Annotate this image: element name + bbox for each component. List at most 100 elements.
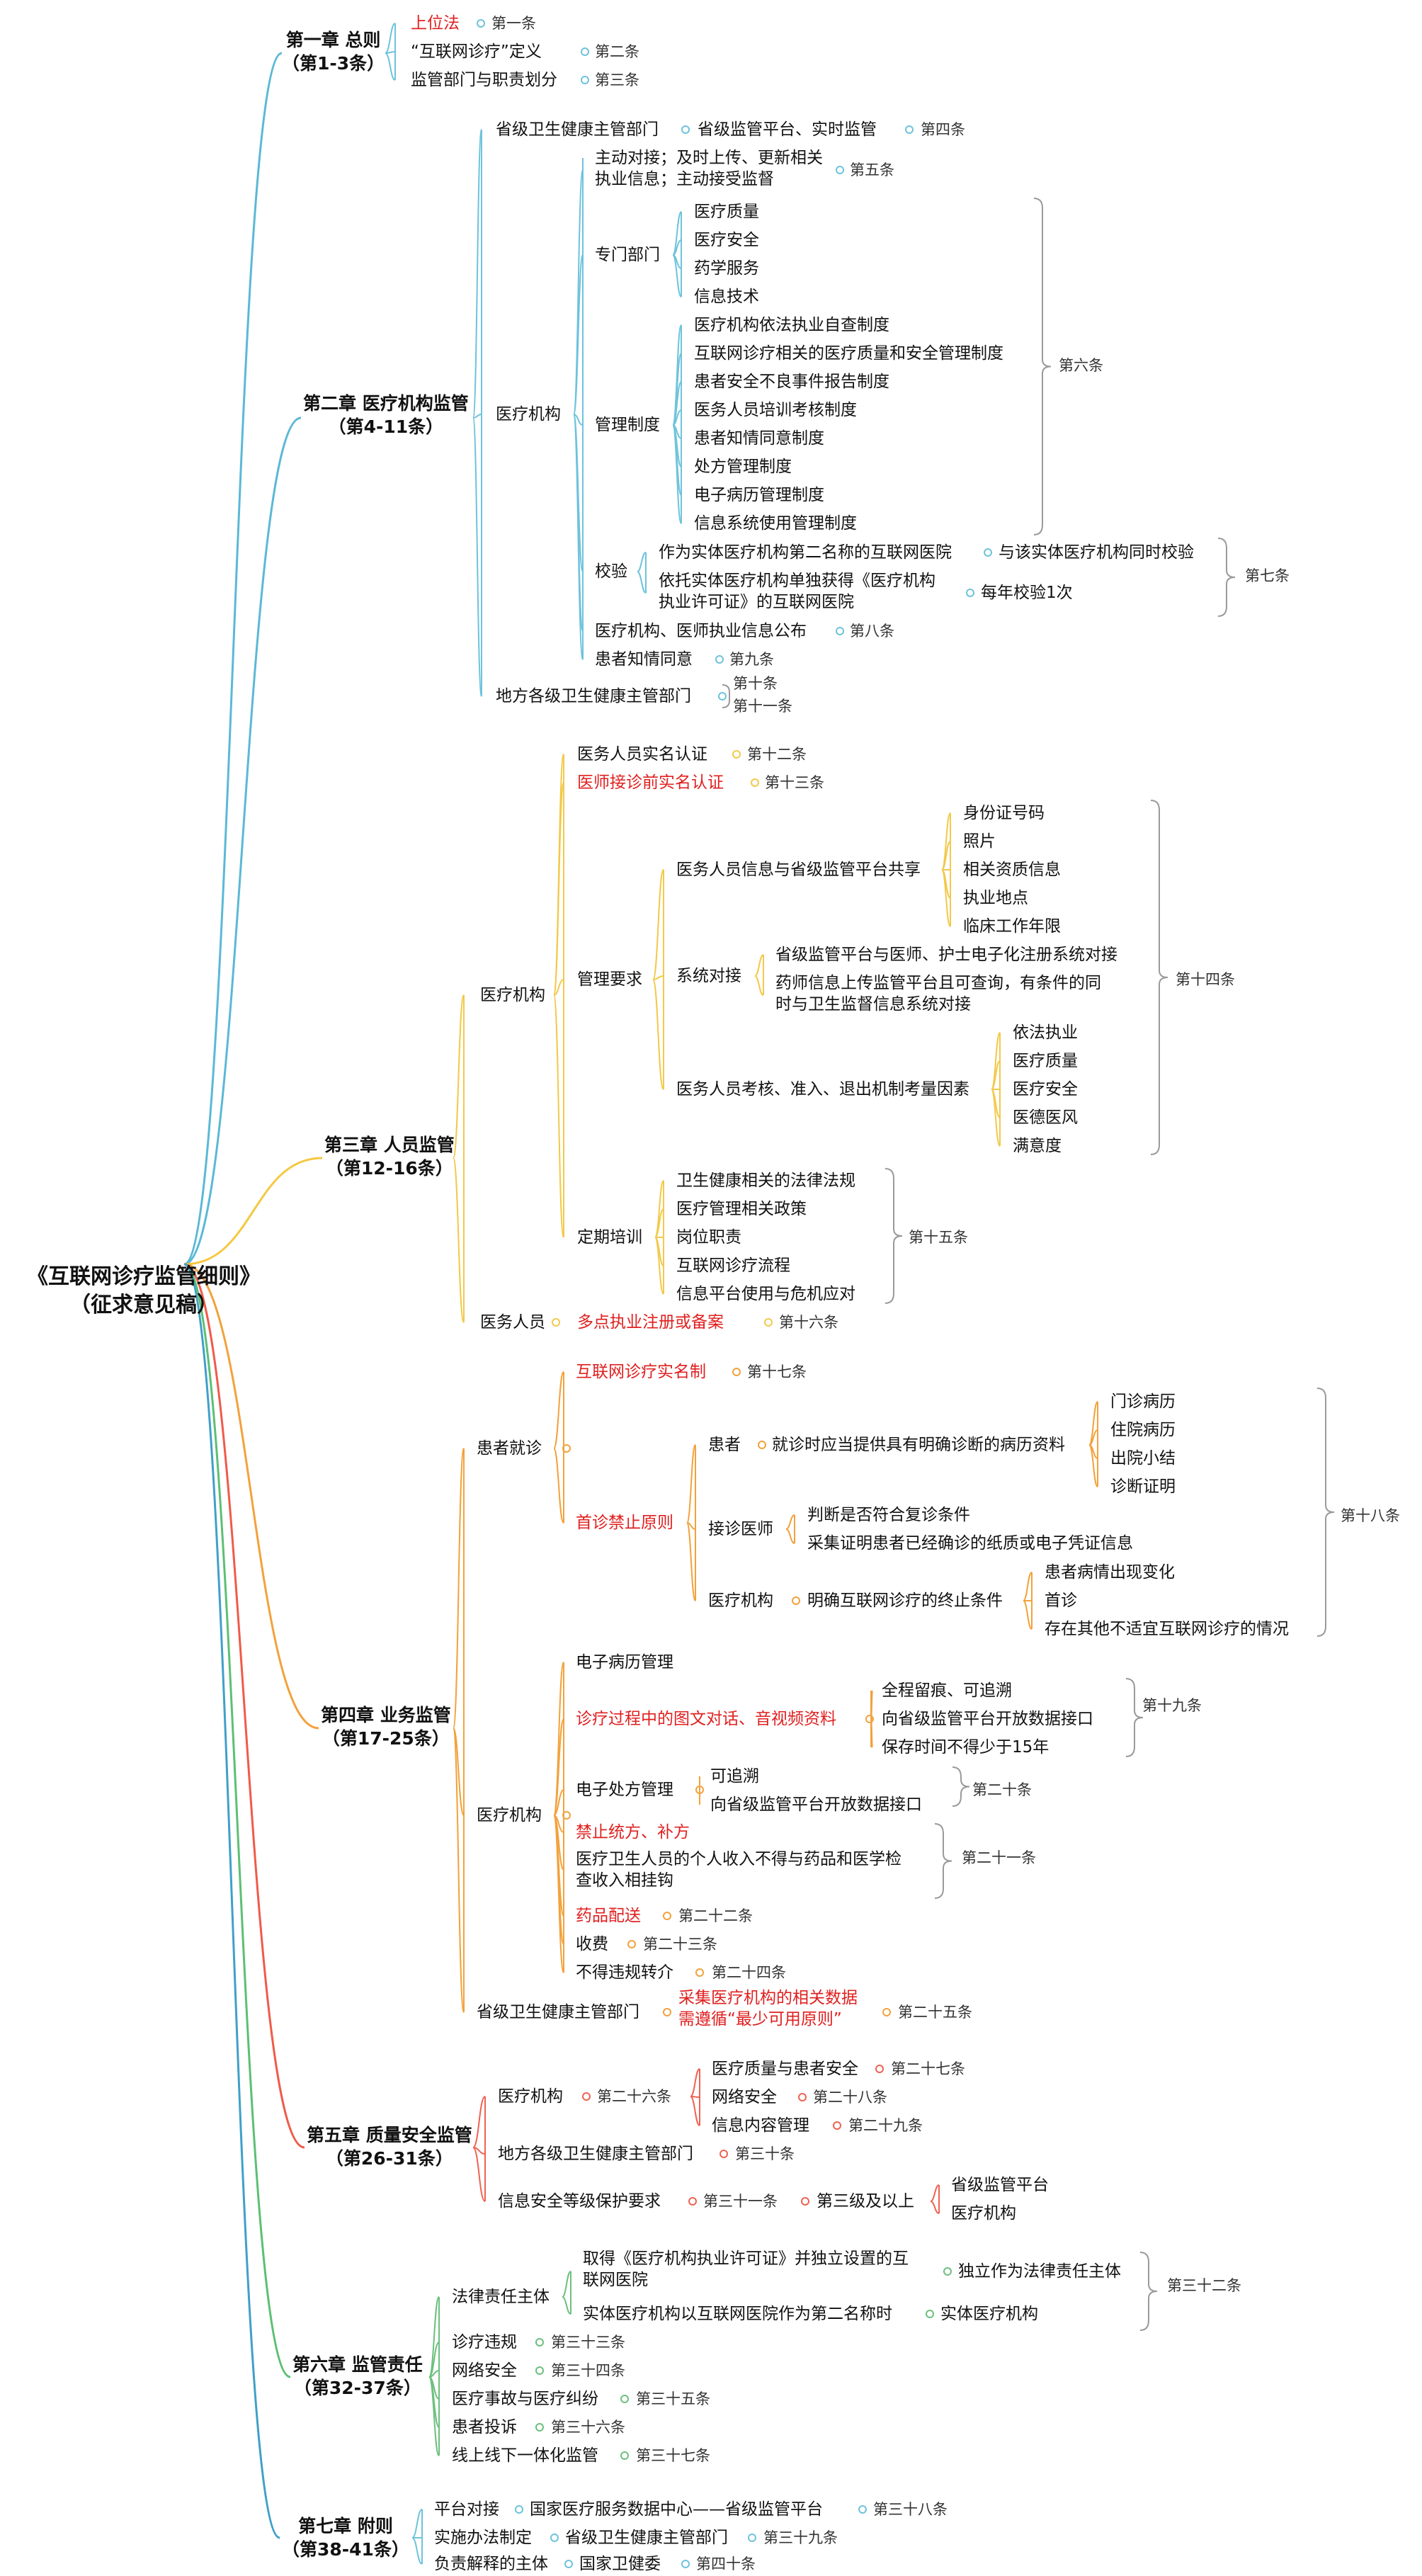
connector-6 [183, 1263, 280, 2539]
chapter-7-range: （第38-41条） [282, 2539, 409, 2560]
c6-article-34: 第三十四条 [551, 2362, 625, 2379]
chapter-1: 第一章 总则 （第1-3条） [282, 28, 385, 75]
connector-98 [1023, 1572, 1033, 1601]
c3-assess-item-3: 医疗安全 [1013, 1080, 1078, 1099]
c3-info-share: 医务人员信息与省级监管平台共享 [676, 861, 921, 879]
c2-dept-item-2: 医疗安全 [694, 231, 759, 249]
connector-dot [564, 2560, 573, 2568]
connector-101 [1316, 1388, 1335, 1637]
c2-article-4: 第四条 [921, 121, 965, 138]
c3-share-item-3: 相关资质信息 [963, 861, 1061, 879]
connector-117 [952, 1766, 970, 1807]
c5-net-security: 网络安全 [712, 2088, 777, 2106]
c4-article-25: 第二十五条 [898, 2004, 972, 2021]
connector-73 [654, 1208, 664, 1238]
c2-mgmt-item-3: 患者安全不良事件报告制度 [694, 373, 889, 391]
connector-79 [453, 1448, 465, 1729]
c2-active-line1: 主动对接；及时上传、更新相关 [595, 149, 823, 167]
c3-train-item-2: 医疗管理相关政策 [676, 1200, 807, 1218]
connector-dot [882, 2008, 891, 2016]
connector-12 [472, 129, 482, 419]
connector-86 [686, 1444, 696, 1524]
connector-dot [681, 125, 690, 134]
connector-dot [875, 2065, 884, 2073]
c1-upper-law: 上位法 [411, 14, 460, 33]
chapter-3-title: 第三章 人员监管 [324, 1135, 455, 1155]
c4-patient-visit: 患者就诊 [477, 1439, 542, 1458]
c4-pt-item-2: 住院病历 [1110, 1421, 1176, 1439]
chapter-5-range: （第26-31条） [325, 2148, 453, 2169]
c3-institution: 医疗机构 [480, 986, 545, 1004]
connector-100 [1023, 1600, 1033, 1630]
connector-0 [183, 52, 283, 1266]
root-title: 《互联网诊疗监管细则》 （征求意见稿） [27, 1263, 261, 1319]
chapter-2-title: 第二章 医疗机构监管 [303, 393, 469, 414]
c4-provincial-dept: 省级卫生健康主管部门 [477, 2003, 639, 2021]
connector-44 [453, 1157, 465, 1323]
connector-dot [477, 19, 485, 28]
c4-doctor: 接诊医师 [708, 1520, 773, 1538]
connector-dot [748, 2534, 756, 2542]
c3-staff: 医务人员 [480, 1313, 545, 1332]
connector-93 [1088, 1444, 1098, 1487]
connector-129 [930, 2201, 940, 2214]
connector-138 [562, 2271, 571, 2298]
c5-level3-item-2: 医疗机构 [951, 2204, 1016, 2223]
connector-14 [472, 417, 482, 697]
connector-dot [581, 76, 589, 84]
connector-dot [581, 47, 589, 56]
c2-active-line2: 执业信息；主动接受监督 [595, 170, 774, 189]
c4-fee: 收费 [576, 1935, 608, 1953]
c5-article-31: 第三十一条 [703, 2193, 778, 2210]
connector-122 [472, 2147, 486, 2202]
c6-legal-subject: 法律责任主体 [452, 2288, 550, 2306]
c3-share-item-4: 执业地点 [963, 889, 1028, 907]
c5-local-dept: 地方各级卫生健康主管部门 [498, 2145, 693, 2163]
connector-84 [553, 1448, 564, 1524]
c7-impl-sub: 省级卫生健康主管部门 [565, 2529, 728, 2547]
c4-collect-line2: 需遵循“最少可用原则” [678, 2010, 842, 2029]
connector-118 [934, 1823, 952, 1899]
connector-1 [183, 416, 302, 1266]
c4-av-item-1: 全程留痕、可追溯 [882, 1681, 1012, 1700]
c2-mgmt-item-8: 信息系统使用管理制度 [694, 514, 857, 533]
chapter-6-title: 第六章 监管责任 [292, 2354, 423, 2375]
c1-regulators: 监管部门与职责划分 [411, 71, 557, 89]
c6-legal-2: 实体医疗机构以互联网医院作为第二名称时 [583, 2305, 892, 2323]
c5-article-26: 第二十六条 [597, 2088, 671, 2105]
c2-check-2: 依托实体医疗机构单独获得《医疗机构 执业许可证》的互联网医院 [659, 570, 935, 613]
connector-115 [1125, 1678, 1144, 1757]
connector-105 [553, 1789, 564, 1816]
connector-dot [663, 2008, 671, 2016]
c4-pt-item-3: 出院小结 [1110, 1449, 1176, 1468]
connector-76 [654, 1237, 664, 1295]
chapter-1-range: （第1-3条） [282, 53, 385, 74]
c3-assess-item-1: 依法执业 [1013, 1023, 1078, 1042]
c4-erx-item-2: 向省级监管平台开放数据接口 [710, 1795, 922, 1814]
c6-legal-1-line2: 联网医院 [583, 2271, 648, 2290]
c6-dispute: 医疗事故与医疗纠纷 [452, 2390, 598, 2408]
c6-article-35: 第三十五条 [636, 2390, 710, 2407]
c2-check-2-line1: 依托实体医疗机构单独获得《医疗机构 [659, 572, 935, 590]
connector-17 [573, 254, 584, 415]
connector-dot [836, 166, 844, 174]
connector-39 [637, 571, 647, 594]
chapter-1-title: 第一章 总则 [285, 30, 381, 50]
chapter-4-range: （第17-25条） [322, 1728, 450, 1749]
chapter-4: 第四章 业务监管 （第17-25条） [321, 1703, 451, 1750]
c3-training: 定期培训 [577, 1228, 642, 1247]
connector-54 [652, 979, 664, 1090]
c3-multi-site: 多点执业注册或备案 [577, 1313, 724, 1332]
c3-train-item-1: 卫生健康相关的法律法规 [676, 1171, 855, 1190]
chapter-6-range: （第32-37条） [293, 2378, 421, 2398]
c4-emr: 电子病历管理 [576, 1653, 673, 1672]
c4-erx: 电子处方管理 [576, 1781, 673, 1799]
connector-dot [681, 2560, 690, 2568]
c4-delivery: 药品配送 [576, 1907, 641, 1925]
connector-70 [1150, 800, 1168, 1155]
c4-av-records: 诊疗过程中的图文对话、音视频资料 [576, 1710, 836, 1728]
connector-80 [453, 1727, 465, 1816]
c4-institution-term: 医疗机构 [708, 1591, 773, 1610]
c4-av-item-3: 保存时间不得少于15年 [882, 1738, 1050, 1757]
